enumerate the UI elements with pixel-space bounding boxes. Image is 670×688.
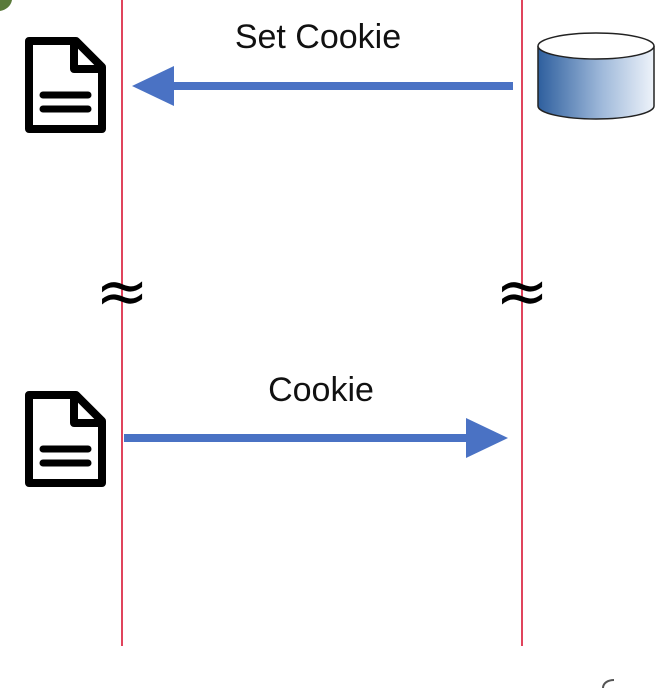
server-break-symbol: ≈: [495, 255, 549, 329]
database-icon: [537, 32, 655, 120]
set-cookie-arrow: [132, 66, 513, 106]
corner-mark: [602, 679, 615, 688]
document-icon: [25, 37, 106, 133]
cookie-label: Cookie: [268, 371, 374, 409]
cookie-arrow: [124, 418, 508, 458]
set-cookie-label: Set Cookie: [235, 18, 401, 56]
corner-decoration: [0, 0, 12, 11]
client-break-symbol: ≈: [95, 255, 149, 329]
document-icon: [25, 391, 106, 487]
